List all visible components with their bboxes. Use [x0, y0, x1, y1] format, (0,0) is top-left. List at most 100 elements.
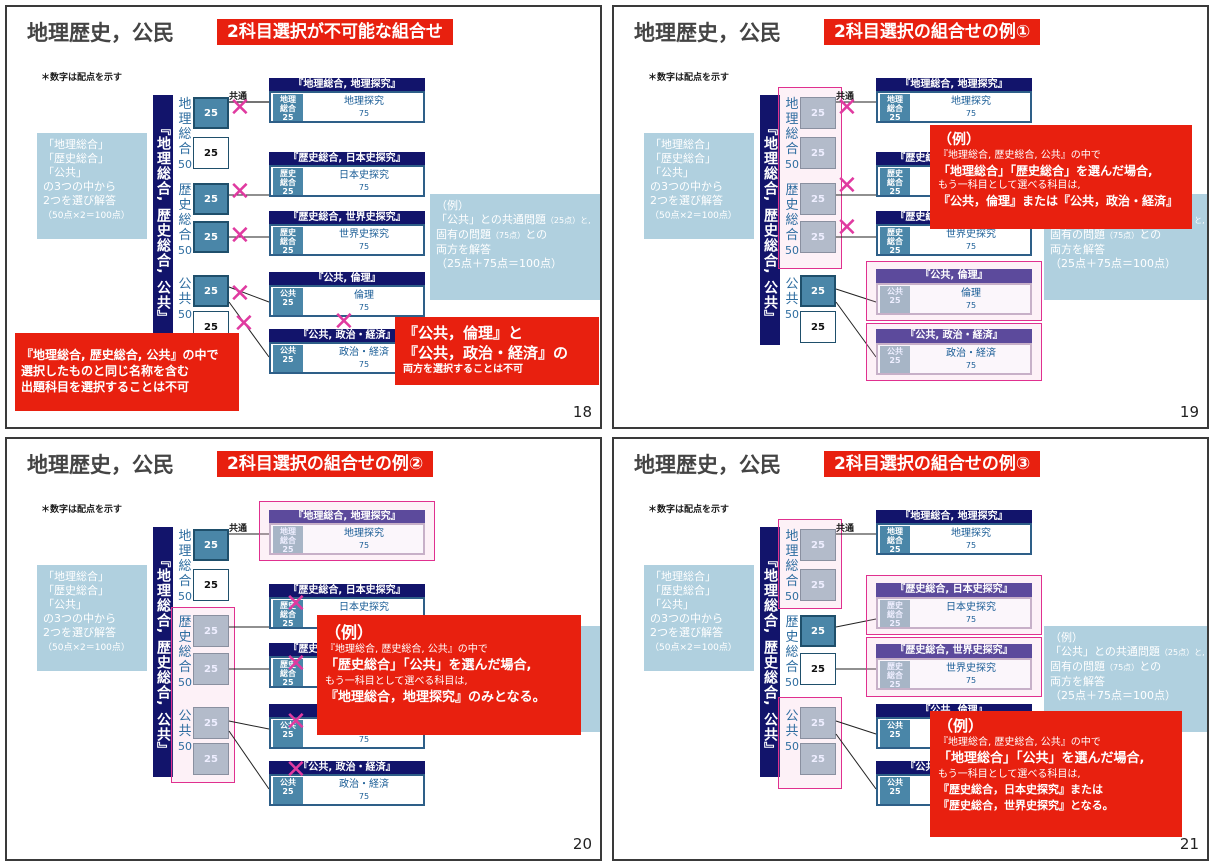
- score-box: 25: [800, 97, 836, 129]
- slide-title: 地理歴史，公民: [27, 453, 174, 477]
- score-box: 25: [193, 707, 229, 739]
- score-box: 25: [800, 569, 836, 601]
- slide-badge: 2科目選択が不可能な組合せ: [217, 19, 453, 45]
- vertical-bar: 『地理総合, 歴史総合, 公共』: [153, 95, 173, 345]
- slide-title: 地理歴史，公民: [634, 21, 781, 45]
- slide-badge: 2科目選択の組合せの例③: [824, 451, 1041, 477]
- score-box: 25: [800, 707, 836, 739]
- subject-header: 『公共, 倫理』: [269, 272, 425, 286]
- subject-header: 『公共, 政治・経済』: [269, 761, 425, 775]
- slide-21: 地理歴史，公民 2科目選択の組合せの例③ ＊数字は配点を示す 「地理総合」「歴史…: [612, 437, 1209, 861]
- subject-header: 『地理総合, 地理探究』: [876, 510, 1032, 524]
- score-box: 25: [800, 743, 836, 775]
- score-box: 25: [193, 183, 229, 215]
- cross-mark-icon: ✕: [285, 649, 307, 679]
- score-box: 25: [193, 569, 229, 601]
- page-number: 21: [1179, 835, 1199, 853]
- cross-mark-icon: ✕: [836, 213, 858, 243]
- score-box: 25: [800, 137, 836, 169]
- score-box: 25: [800, 311, 836, 343]
- page-number: 20: [572, 835, 592, 853]
- slide-title: 地理歴史，公民: [27, 21, 174, 45]
- slide-badge: 2科目選択の組合せの例②: [217, 451, 434, 477]
- slide-19: 地理歴史，公民 2科目選択の組合せの例① ＊数字は配点を示す 「地理総合」「歴史…: [612, 5, 1209, 429]
- page-number: 19: [1179, 403, 1199, 421]
- common-label: 共通: [229, 524, 248, 534]
- score-box: 25: [193, 137, 229, 169]
- score-note: ＊数字は配点を示す: [41, 505, 123, 515]
- subject-header: 『公共, 政治・経済』: [269, 329, 425, 343]
- score-box: 25: [800, 653, 836, 685]
- common-label: 共通: [836, 524, 855, 534]
- example-callout: （例） 『地理総合, 歴史総合, 公共』の中で 「地理総合」「歴史総合」を選んだ…: [930, 125, 1192, 229]
- subject-header: 『歴史総合, 日本史探究』: [269, 584, 425, 598]
- subject-header: 『地理総合, 地理探究』: [876, 78, 1032, 92]
- score-note: ＊数字は配点を示す: [41, 73, 123, 83]
- cross-mark-icon: ✕: [836, 93, 858, 123]
- score-box: 25: [193, 275, 229, 307]
- score-box: 25: [193, 653, 229, 685]
- callout-right: 『公共，倫理』と 『公共，政治・経済』の 両方を選択することは不可: [395, 317, 599, 385]
- cross-mark-icon: ✕: [229, 221, 251, 251]
- common-label: 共通: [836, 92, 855, 102]
- score-box: 25: [193, 529, 229, 561]
- slide-20: 地理歴史，公民 2科目選択の組合せの例② ＊数字は配点を示す 「地理総合」「歴史…: [5, 437, 602, 861]
- subject-header: 『歴史総合, 世界史探究』: [269, 211, 425, 225]
- score-note: ＊数字は配点を示す: [648, 73, 730, 83]
- score-box: 25: [193, 221, 229, 253]
- cross-mark-icon: ✕: [285, 755, 307, 785]
- subject-header: 『公共, 倫理』: [876, 269, 1032, 283]
- subject-header: 『地理総合, 地理探究』: [269, 510, 425, 524]
- subject-header: 『歴史総合, 日本史探究』: [269, 152, 425, 166]
- subject-header: 『歴史総合, 日本史探究』: [876, 583, 1032, 597]
- score-box: 25: [193, 615, 229, 647]
- vertical-bar: 『地理総合, 歴史総合, 公共』: [760, 95, 780, 345]
- page-number: 18: [572, 403, 592, 421]
- common-label: 共通: [229, 92, 248, 102]
- cross-mark-icon: ✕: [285, 707, 307, 737]
- slide-badge: 2科目選択の組合せの例①: [824, 19, 1041, 45]
- score-box: 25: [800, 529, 836, 561]
- score-box: 25: [800, 275, 836, 307]
- score-box: 25: [800, 221, 836, 253]
- cross-mark-icon: ✕: [285, 589, 307, 619]
- callout-left: 『地理総合, 歴史総合, 公共』の中で選択したものと同じ名称を含む出題科目を選択…: [15, 333, 239, 411]
- score-box: 25: [800, 615, 836, 647]
- connector-lines: [228, 533, 270, 790]
- slide-title: 地理歴史，公民: [634, 453, 781, 477]
- example-callout: （例） 『地理総合, 歴史総合, 公共』の中で 「地理総合」「公共」を選んだ場合…: [930, 711, 1182, 837]
- cross-mark-icon: ✕: [836, 171, 858, 201]
- connector-lines: [835, 533, 877, 790]
- example-callout: （例） 『地理総合, 歴史総合, 公共』の中で 「歴史総合」「公共」を選んだ場合…: [317, 615, 581, 735]
- cross-mark-icon: ✕: [233, 309, 255, 339]
- vertical-bar: 『地理総合, 歴史総合, 公共』: [760, 527, 780, 777]
- connector-lines: [228, 101, 270, 358]
- score-box: 25: [193, 743, 229, 775]
- cross-mark-icon: ✕: [229, 93, 251, 123]
